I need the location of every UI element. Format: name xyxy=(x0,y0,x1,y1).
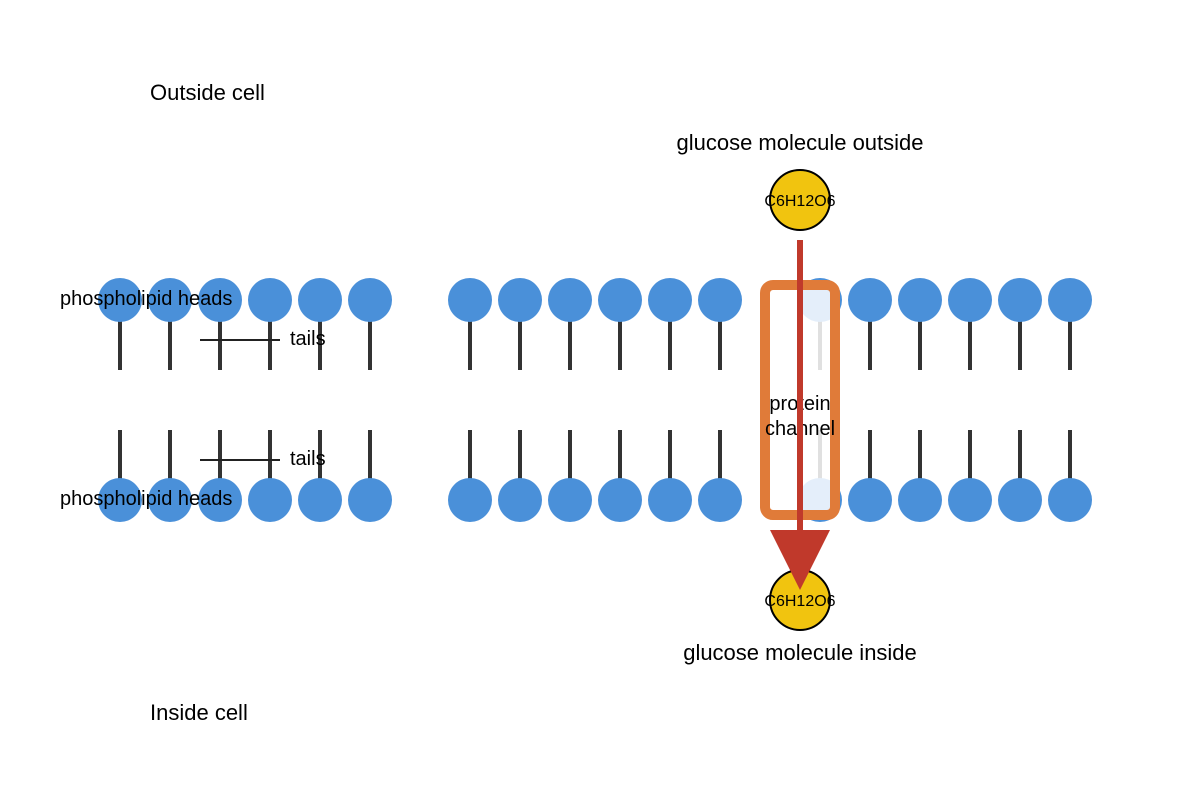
transport-arrow-icon xyxy=(770,240,830,590)
glucose-inside-label: glucose molecule inside xyxy=(683,640,917,665)
phospholipid-head-top xyxy=(898,278,942,322)
phospholipid-head-bottom xyxy=(998,478,1042,522)
phospholipid-head-bottom xyxy=(948,478,992,522)
phospholipid-head-top xyxy=(248,278,292,322)
phospholipid-head-top xyxy=(1048,278,1092,322)
phospholipid-head-top xyxy=(698,278,742,322)
phospholipid-heads-label-bottom: phospholipid heads xyxy=(60,488,232,510)
phospholipid-bilayer xyxy=(98,278,1092,522)
phospholipid-head-bottom xyxy=(698,478,742,522)
phospholipid-head-top xyxy=(148,278,192,322)
phospholipid-head-bottom xyxy=(248,478,292,522)
phospholipid-head-top xyxy=(498,278,542,322)
phospholipid-head-bottom xyxy=(598,478,642,522)
phospholipid-head-bottom xyxy=(898,478,942,522)
phospholipid-heads-label-top: phospholipid heads xyxy=(60,288,232,310)
glucose-outside-formula: C6H12O6 xyxy=(764,193,835,210)
phospholipid-head-top xyxy=(848,278,892,322)
phospholipid-head-top xyxy=(98,278,142,322)
phospholipid-head-bottom xyxy=(98,478,142,522)
outside-cell-label: Outside cell xyxy=(150,80,265,105)
phospholipid-head-top xyxy=(348,278,392,322)
phospholipid-head-bottom xyxy=(548,478,592,522)
phospholipid-head-top xyxy=(648,278,692,322)
phospholipid-head-top xyxy=(948,278,992,322)
phospholipid-head-top xyxy=(598,278,642,322)
phospholipid-head-bottom xyxy=(848,478,892,522)
glucose-inside-formula: C6H12O6 xyxy=(764,593,835,610)
phospholipid-head-bottom xyxy=(148,478,192,522)
phospholipid-head-top xyxy=(548,278,592,322)
phospholipid-head-bottom xyxy=(448,478,492,522)
phospholipid-head-bottom xyxy=(648,478,692,522)
phospholipid-head-top xyxy=(298,278,342,322)
phospholipid-head-top xyxy=(448,278,492,322)
tails-label-top: tails xyxy=(290,328,326,350)
phospholipid-head-bottom xyxy=(498,478,542,522)
phospholipid-head-bottom xyxy=(298,478,342,522)
inside-cell-label: Inside cell xyxy=(150,700,248,725)
glucose-outside-molecule xyxy=(769,169,831,231)
phospholipid-head-bottom xyxy=(198,478,242,522)
phospholipid-head-top xyxy=(998,278,1042,322)
phospholipid-head-bottom xyxy=(348,478,392,522)
tails-label-bottom: tails xyxy=(290,448,326,470)
phospholipid-head-top xyxy=(198,278,242,322)
phospholipid-head-bottom xyxy=(1048,478,1092,522)
glucose-outside-label: glucose molecule outside xyxy=(676,130,923,155)
